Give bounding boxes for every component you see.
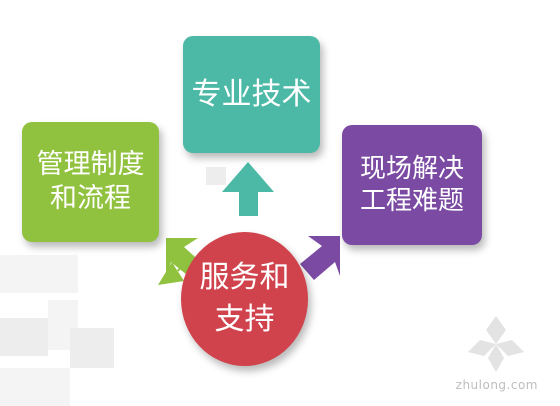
- deco-square: [0, 318, 48, 356]
- arrow-up-icon: [222, 162, 274, 216]
- deco-square: [0, 368, 70, 406]
- node-label: 管理制度 和流程: [36, 149, 145, 214]
- deco-square: [70, 328, 114, 368]
- node-label: 现场解决 工程难题: [359, 153, 464, 217]
- watermark-text: zhulong.com: [455, 378, 538, 392]
- node-onsite-problem-solving: 现场解决 工程难题: [342, 125, 482, 245]
- arrow-up-right-icon: [300, 236, 340, 280]
- node-management-process: 管理制度 和流程: [22, 122, 159, 242]
- deco-square: [0, 255, 78, 293]
- node-label: 专业技术: [191, 76, 312, 112]
- deco-square: [206, 167, 226, 185]
- node-professional-technology: 专业技术: [183, 36, 320, 153]
- watermark-logo-icon: [468, 316, 524, 372]
- node-service-support: 服务和 支持: [181, 232, 308, 366]
- node-label: 服务和 支持: [199, 260, 290, 337]
